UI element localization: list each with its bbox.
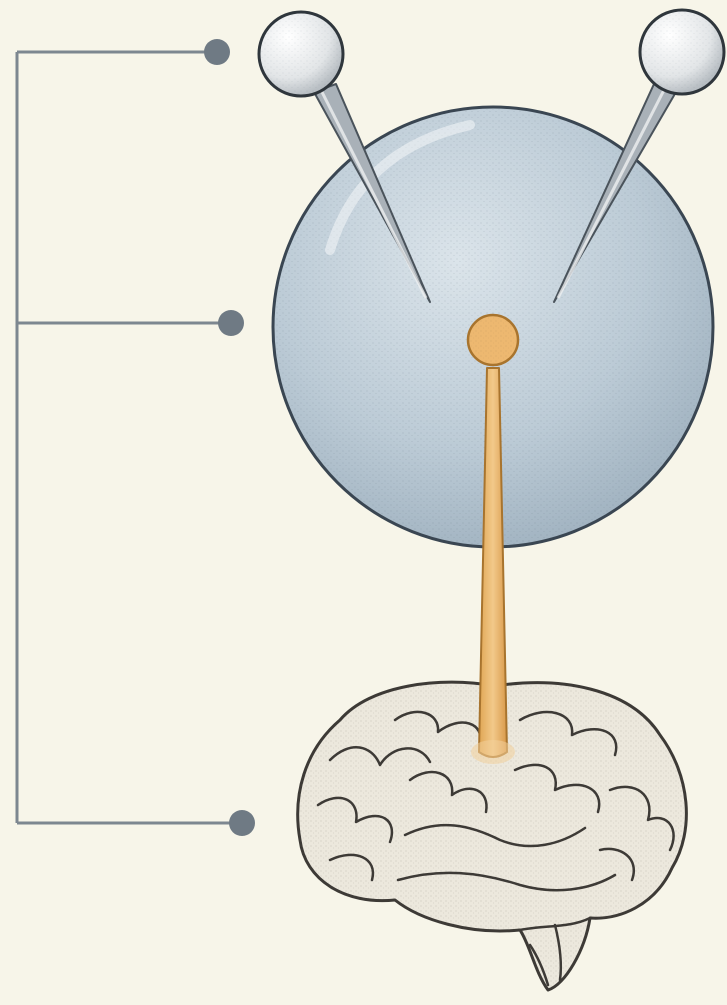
leader-dot-bottom — [229, 810, 255, 836]
stalk-glow — [471, 740, 515, 764]
leader-dot-top — [204, 39, 230, 65]
leader-dot-middle — [218, 310, 244, 336]
